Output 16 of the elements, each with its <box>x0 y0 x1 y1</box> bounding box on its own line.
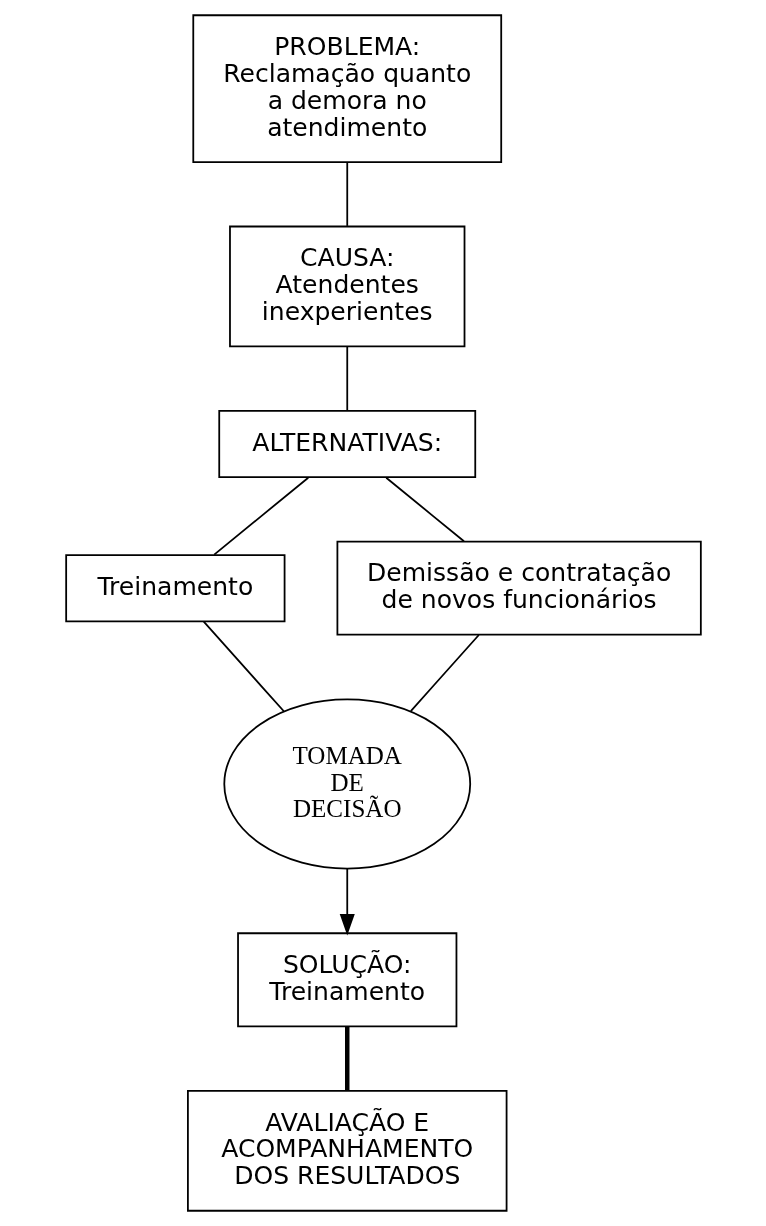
connector <box>409 634 480 712</box>
connector <box>345 161 348 227</box>
node-box: PROBLEMA: Reclamação quanto a demora no atendimento <box>191 14 502 163</box>
node-ellipse: TOMADA DE DECISÃO <box>222 698 471 870</box>
connector <box>212 476 309 556</box>
connector <box>344 1026 349 1091</box>
node-box: CAUSA: Atendentes inexperientes <box>228 225 465 348</box>
connector <box>345 345 348 412</box>
connector <box>384 476 465 543</box>
node-box: ALTERNATIVAS: <box>217 410 476 479</box>
connector <box>202 620 285 713</box>
node-box: Treinamento <box>64 554 285 623</box>
node-box: Demissão e contratação de novos funcionários <box>336 540 702 636</box>
node-box: AVALIAÇÃO E ACOMPANHAMENTO DOS RESULTADOS <box>186 1089 507 1212</box>
arrow <box>339 868 355 936</box>
node-box: SOLUÇÃO: Treinamento <box>236 932 457 1028</box>
